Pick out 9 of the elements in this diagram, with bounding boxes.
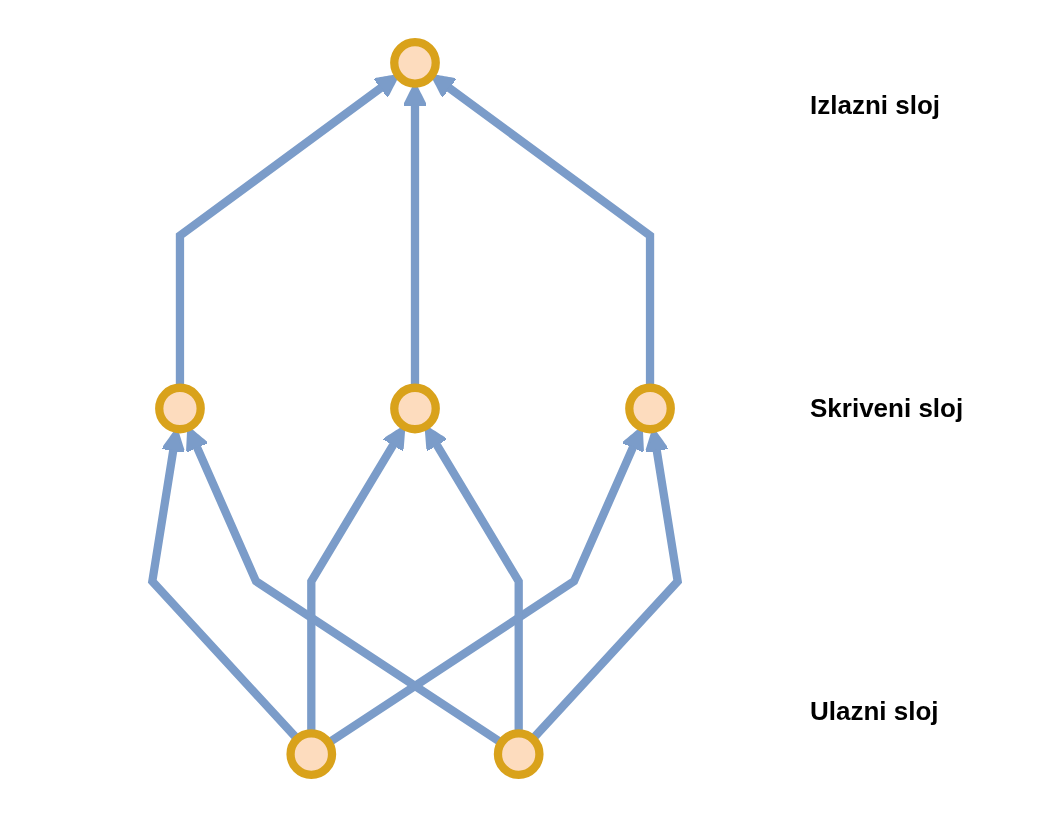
node-circle: [493, 729, 544, 780]
node-circle: [286, 729, 337, 780]
node-circle: [155, 383, 205, 434]
layer-label: Izlazni sloj: [810, 90, 942, 121]
node-circle: [625, 383, 675, 434]
node-circle: [390, 383, 440, 434]
layer-label: Ulazni sloj: [810, 696, 940, 727]
node-circle: [390, 37, 440, 88]
layer-label: Skriveni sloj: [810, 393, 965, 424]
